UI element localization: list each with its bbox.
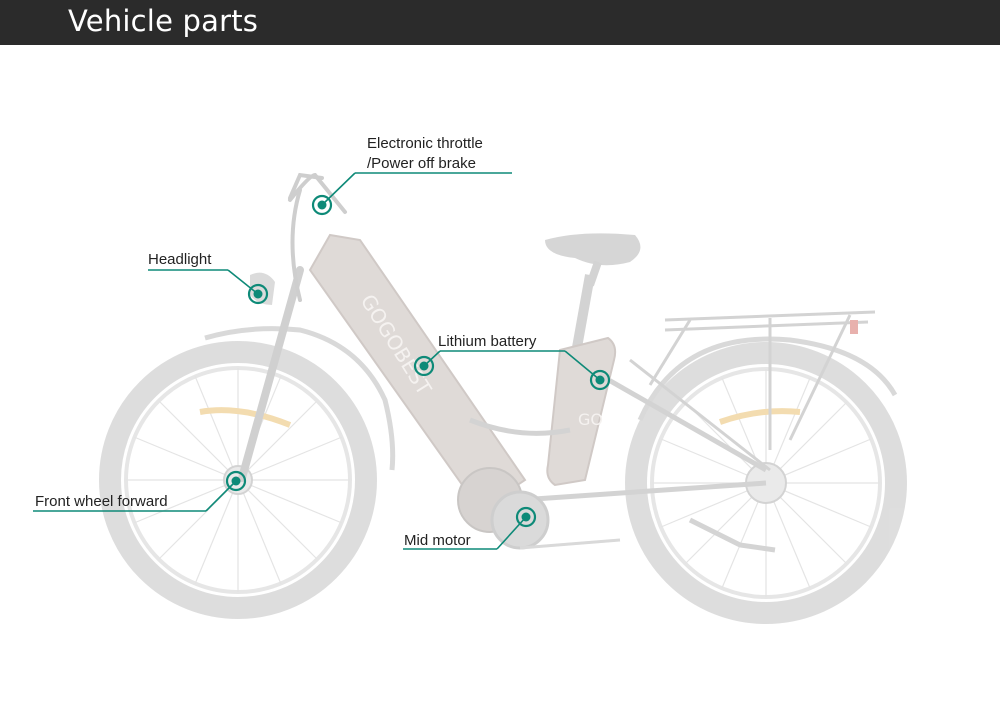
rear-rack xyxy=(629,310,876,472)
header-bar: Vehicle parts xyxy=(0,0,1000,45)
callout-headlight: Headlight xyxy=(148,251,269,305)
callout-battery: Lithium battery xyxy=(413,333,611,391)
bike-illustration: GOGOBEST GO xyxy=(99,172,907,624)
headlight-label: Headlight xyxy=(148,251,212,268)
callout-throttle: Electronic throttle /Power off brake xyxy=(311,135,512,216)
battery-logo: GO xyxy=(578,410,603,429)
callout-mid-motor: Mid motor xyxy=(403,506,537,550)
throttle-label-line1: Electronic throttle xyxy=(367,135,483,152)
battery-label: Lithium battery xyxy=(438,333,537,350)
callouts: Electronic throttle /Power off brake Hea… xyxy=(33,135,611,550)
page-title: Vehicle parts xyxy=(68,4,259,38)
front-wheel-label: Front wheel forward xyxy=(35,493,168,510)
mid-motor-label: Mid motor xyxy=(404,532,471,549)
throttle-label-line2: /Power off brake xyxy=(367,155,476,172)
callout-front-wheel: Front wheel forward xyxy=(33,470,247,512)
